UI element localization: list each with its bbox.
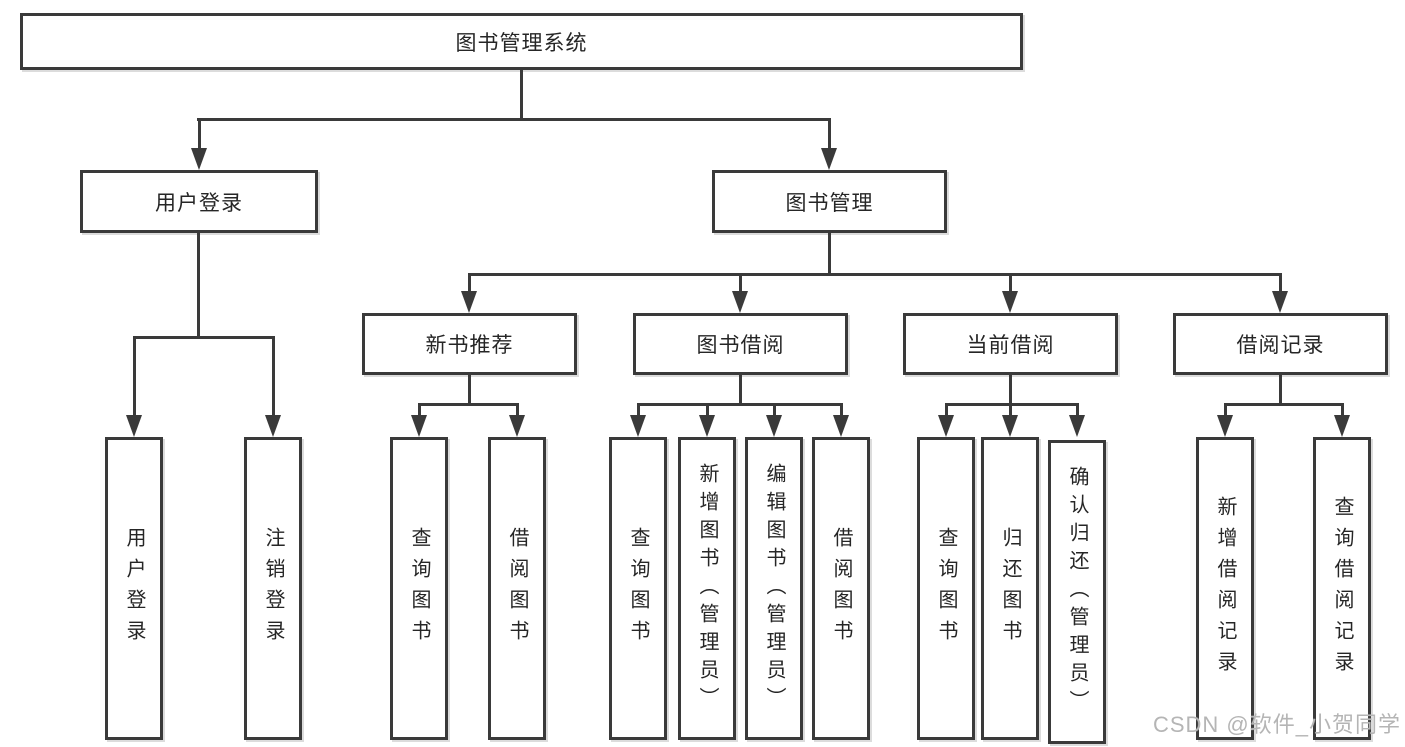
arrow-down [461, 273, 477, 313]
connector-vline-book-management [828, 233, 831, 276]
connector-hline-book-borrowing [637, 403, 843, 406]
node-root: 图书管理系统 [20, 13, 1023, 70]
connector-hline-borrow-records [1224, 403, 1344, 406]
node-book-management: 图书管理 [712, 170, 947, 233]
arrow-down [938, 403, 954, 437]
arrow-down [1002, 273, 1018, 313]
arrow-down [630, 403, 646, 437]
connector-vline-current-borrowing [1009, 375, 1012, 406]
arrow-down [1334, 403, 1350, 437]
leaf-borrowing-edit-admin: 编辑图书（管理员） [745, 437, 803, 740]
connector-vline-new-books [468, 375, 471, 406]
leaf-current-confirm-return-admin: 确认归还（管理员） [1048, 440, 1106, 744]
arrow-down [732, 273, 748, 313]
connector-vline-root [520, 70, 523, 121]
connector-vline-borrow-records [1279, 375, 1282, 406]
leaf-user-login: 用户登录 [105, 437, 163, 740]
leaf-borrowing-add-admin: 新增图书（管理员） [678, 437, 736, 740]
arrow-down [766, 403, 782, 437]
node-borrow-records: 借阅记录 [1173, 313, 1388, 375]
leaf-current-return: 归还图书 [981, 437, 1039, 740]
node-new-books: 新书推荐 [362, 313, 577, 375]
leaf-records-add: 新增借阅记录 [1196, 437, 1254, 740]
arrow-down [191, 118, 207, 170]
leaf-logout: 注销登录 [244, 437, 302, 740]
arrow-down [126, 336, 142, 437]
connector-hline-user-login [133, 336, 275, 339]
arrow-down [509, 403, 525, 437]
leaf-new-books-query: 查询图书 [390, 437, 448, 740]
connector-hline-new-books [418, 403, 519, 406]
arrow-down [1272, 273, 1288, 313]
connector-vline-user-login [197, 233, 200, 339]
connector-hline-level1 [197, 118, 831, 121]
arrow-down [1069, 403, 1085, 437]
leaf-borrowing-query: 查询图书 [609, 437, 667, 740]
leaf-records-query: 查询借阅记录 [1313, 437, 1371, 740]
arrow-down [699, 403, 715, 437]
node-user-login: 用户登录 [80, 170, 318, 233]
watermark: CSDN @软件_小贺同学 [1152, 712, 1401, 737]
arrow-down [821, 118, 837, 170]
leaf-current-query: 查询图书 [917, 437, 975, 740]
arrow-down [833, 403, 849, 437]
arrow-down [411, 403, 427, 437]
arrow-down [1217, 403, 1233, 437]
connector-hline-current-borrowing [945, 403, 1078, 406]
node-current-borrowing: 当前借阅 [903, 313, 1118, 375]
connector-vline-book-borrowing [739, 375, 742, 406]
leaf-new-books-borrow: 借阅图书 [488, 437, 546, 740]
node-book-borrowing: 图书借阅 [633, 313, 848, 375]
arrow-down [1002, 403, 1018, 437]
arrow-down [265, 336, 281, 437]
leaf-borrowing-borrow: 借阅图书 [812, 437, 870, 740]
connector-hline-level2 [468, 273, 1282, 276]
